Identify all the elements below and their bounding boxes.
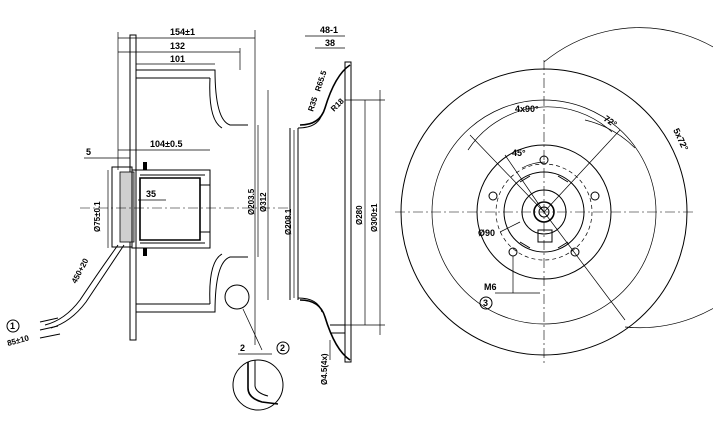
dim-angle-5x72: 5x72° bbox=[671, 127, 690, 153]
detail-2-marker bbox=[224, 284, 250, 310]
dim-impeller-width: 132 bbox=[170, 41, 185, 51]
dim-cable-strip: 85±10 bbox=[6, 333, 30, 348]
dim-motor-diameter: Ø75±0.1 bbox=[93, 201, 102, 232]
front-view: 4x90° 72° 45° 5x72° Ø90 M6 3 bbox=[395, 27, 713, 365]
dim-radius-mid: R18 bbox=[329, 96, 346, 113]
cable bbox=[44, 244, 119, 326]
callout-1-circle bbox=[6, 319, 20, 333]
side-view: 154±1 132 101 104±0.5 35 5 Ø75±0.1 Ø203.… bbox=[6, 27, 290, 411]
dim-inlet-diameter: Ø203.5 bbox=[247, 188, 256, 215]
dim-motor-offset: 35 bbox=[146, 189, 156, 199]
callout-2: 2 bbox=[280, 343, 285, 353]
dim-ring-inner-diameter: Ø208.1 bbox=[284, 208, 293, 235]
dim-angle-45: 45° bbox=[512, 148, 526, 158]
ring-wall bbox=[289, 128, 299, 300]
mount-hole-bottom-left bbox=[508, 247, 518, 257]
dim-ring-outer-diameter: Ø300±1 bbox=[370, 203, 379, 232]
dim-angle-72: 72° bbox=[602, 113, 619, 129]
dim-radius-small: R35 bbox=[306, 95, 319, 112]
detail-2-view bbox=[232, 359, 284, 411]
mount-hole-right bbox=[590, 191, 600, 201]
dim-impeller-diameter: Ø312 bbox=[259, 192, 268, 212]
dim-hole-diameter: Ø4.5(4x) bbox=[320, 353, 329, 385]
callout-3: 3 bbox=[483, 298, 488, 308]
dim-radius-top: R65.5 bbox=[313, 69, 328, 93]
dim-ring-width-inner: 38 bbox=[325, 38, 335, 48]
dim-ring-pitch-diameter: Ø280 bbox=[355, 205, 364, 225]
dim-detail-gap: 2 bbox=[240, 343, 245, 353]
motor-body bbox=[131, 169, 211, 249]
ring-view: 48-1 38 R65.5 R35 R18 Ø208.1 Ø280 Ø300±1… bbox=[284, 25, 385, 385]
dim-inlet-width: 101 bbox=[170, 54, 185, 64]
impeller-top-profile bbox=[136, 69, 248, 126]
ring-bottom-flare bbox=[299, 299, 351, 361]
dim-flange-width: 5 bbox=[86, 147, 91, 157]
dim-ring-width-total: 48-1 bbox=[320, 25, 338, 35]
dim-angle-4x90: 4x90° bbox=[515, 104, 539, 114]
dim-overall-length: 154±1 bbox=[170, 27, 195, 37]
mount-hole-left bbox=[488, 191, 498, 201]
dim-cable-length: 450+20 bbox=[70, 256, 91, 284]
callout-3-circle bbox=[479, 296, 493, 310]
dim-thread: M6 bbox=[484, 282, 497, 292]
callout-1: 1 bbox=[10, 321, 15, 331]
impeller-bottom-profile bbox=[136, 256, 248, 313]
ring-top-flare bbox=[299, 64, 351, 126]
mount-hole-bottom-right bbox=[570, 247, 580, 257]
dim-hub-diameter: Ø90 bbox=[478, 228, 495, 238]
dim-motor-length: 104±0.5 bbox=[150, 139, 182, 149]
callout-2-circle bbox=[276, 341, 290, 355]
